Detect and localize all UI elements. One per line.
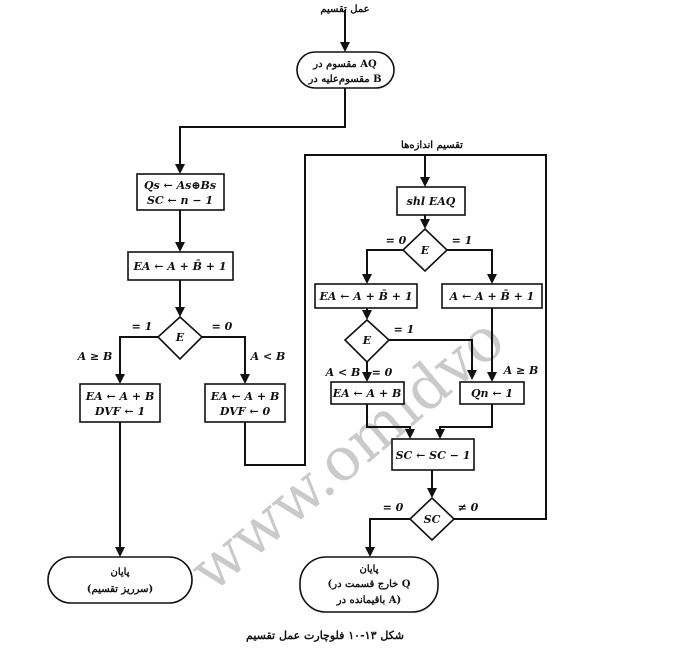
- no-overflow-box: EA ← A + B DVF ← 0: [204, 383, 286, 423]
- left-edge-eq1: = 1: [132, 320, 153, 333]
- overflow-line1: EA ← A + B: [85, 390, 155, 403]
- left-end-line1: پایان: [110, 567, 129, 578]
- decrement-text: SC ← SC − 1: [396, 449, 471, 462]
- arrowheads: [115, 42, 497, 557]
- right-sub-box: A ← A + B̄ + 1: [441, 283, 543, 309]
- restore-box: EA ← A + B: [330, 381, 405, 405]
- subtract-box: EA ← A + B̄ + 1: [127, 251, 234, 281]
- init-box: Qs ← As⊕Bs SC ← n − 1: [136, 173, 225, 211]
- entry-label: عمل تقسیم: [320, 4, 369, 15]
- d2-edge-ge: A ≥ B: [503, 364, 539, 377]
- decrement-box: SC ← SC − 1: [391, 438, 475, 471]
- overflow-line2: DVF ← 1: [94, 405, 145, 418]
- d2-edge-eq1: = 1: [394, 323, 415, 336]
- left-edge-eq0: = 0: [212, 320, 233, 333]
- shift-box: shl EAQ: [396, 186, 466, 216]
- right-end-line1: پایان: [359, 564, 378, 575]
- left-edge-ge: A ≥ B: [77, 350, 113, 363]
- d2-edge-lt: A < B: [325, 366, 361, 379]
- right-end-line3: باقیمانده در A): [336, 595, 401, 606]
- left-decision-label: E: [175, 331, 185, 344]
- left-end-box: پایان (سرریز تقسیم): [47, 556, 193, 604]
- start-box-line2: مقسوم‌علیه در B: [307, 74, 381, 85]
- figure-caption: شکل ۱۳-۱۰ فلوچارت عمل تقسیم: [246, 629, 404, 642]
- init-line1: Qs ← As⊕Bs: [144, 179, 216, 192]
- left-decision: E: [156, 315, 204, 361]
- restore-text: EA ← A + B: [332, 387, 402, 400]
- connector-lines: [119, 10, 547, 555]
- d3-edge-eq0: = 0: [383, 501, 404, 514]
- d1-edge-eq0: = 0: [386, 234, 407, 247]
- subtract-text: EA ← A + B̄ + 1: [132, 259, 226, 273]
- left-edge-lt: A < B: [250, 350, 286, 363]
- set-q-text: Qn ← 1: [471, 387, 513, 400]
- right-end-line2: (خارج قسمت در Q: [328, 579, 411, 590]
- right-sub-text: A ← A + B̄ + 1: [449, 289, 535, 303]
- shift-text: shl EAQ: [407, 195, 456, 208]
- right-end-box: پایان (خارج قسمت در Q باقیمانده در A): [299, 556, 439, 613]
- right-decision-2-label: E: [362, 334, 372, 347]
- start-box-line1: مقسوم در AQ: [312, 59, 377, 70]
- no-overflow-line1: EA ← A + B: [210, 390, 280, 403]
- d2-edge-eq0: = 0: [372, 366, 393, 379]
- overflow-box: EA ← A + B DVF ← 1: [79, 383, 161, 423]
- loop-label: تقسیم اندازه‌ها: [401, 140, 463, 151]
- d3-edge-ne0: ≠ 0: [458, 501, 479, 514]
- right-decision-3-label: SC: [424, 513, 441, 526]
- right-decision-1-label: E: [420, 244, 430, 257]
- left-sub-text: EA ← A + B̄ + 1: [318, 289, 412, 303]
- d1-edge-eq1: = 1: [452, 234, 473, 247]
- start-box: مقسوم در AQ مقسوم‌علیه در B: [296, 51, 395, 89]
- left-sub-box: EA ← A + B̄ + 1: [314, 283, 418, 309]
- set-q-box: Qn ← 1: [459, 381, 525, 405]
- left-end-line2: (سرریز تقسیم): [87, 584, 153, 595]
- right-decision-1: E: [401, 227, 449, 273]
- init-line2: SC ← n − 1: [147, 194, 213, 207]
- right-decision-2: E: [343, 318, 391, 364]
- right-decision-3: SC: [408, 496, 456, 542]
- no-overflow-line2: DVF ← 0: [219, 405, 271, 418]
